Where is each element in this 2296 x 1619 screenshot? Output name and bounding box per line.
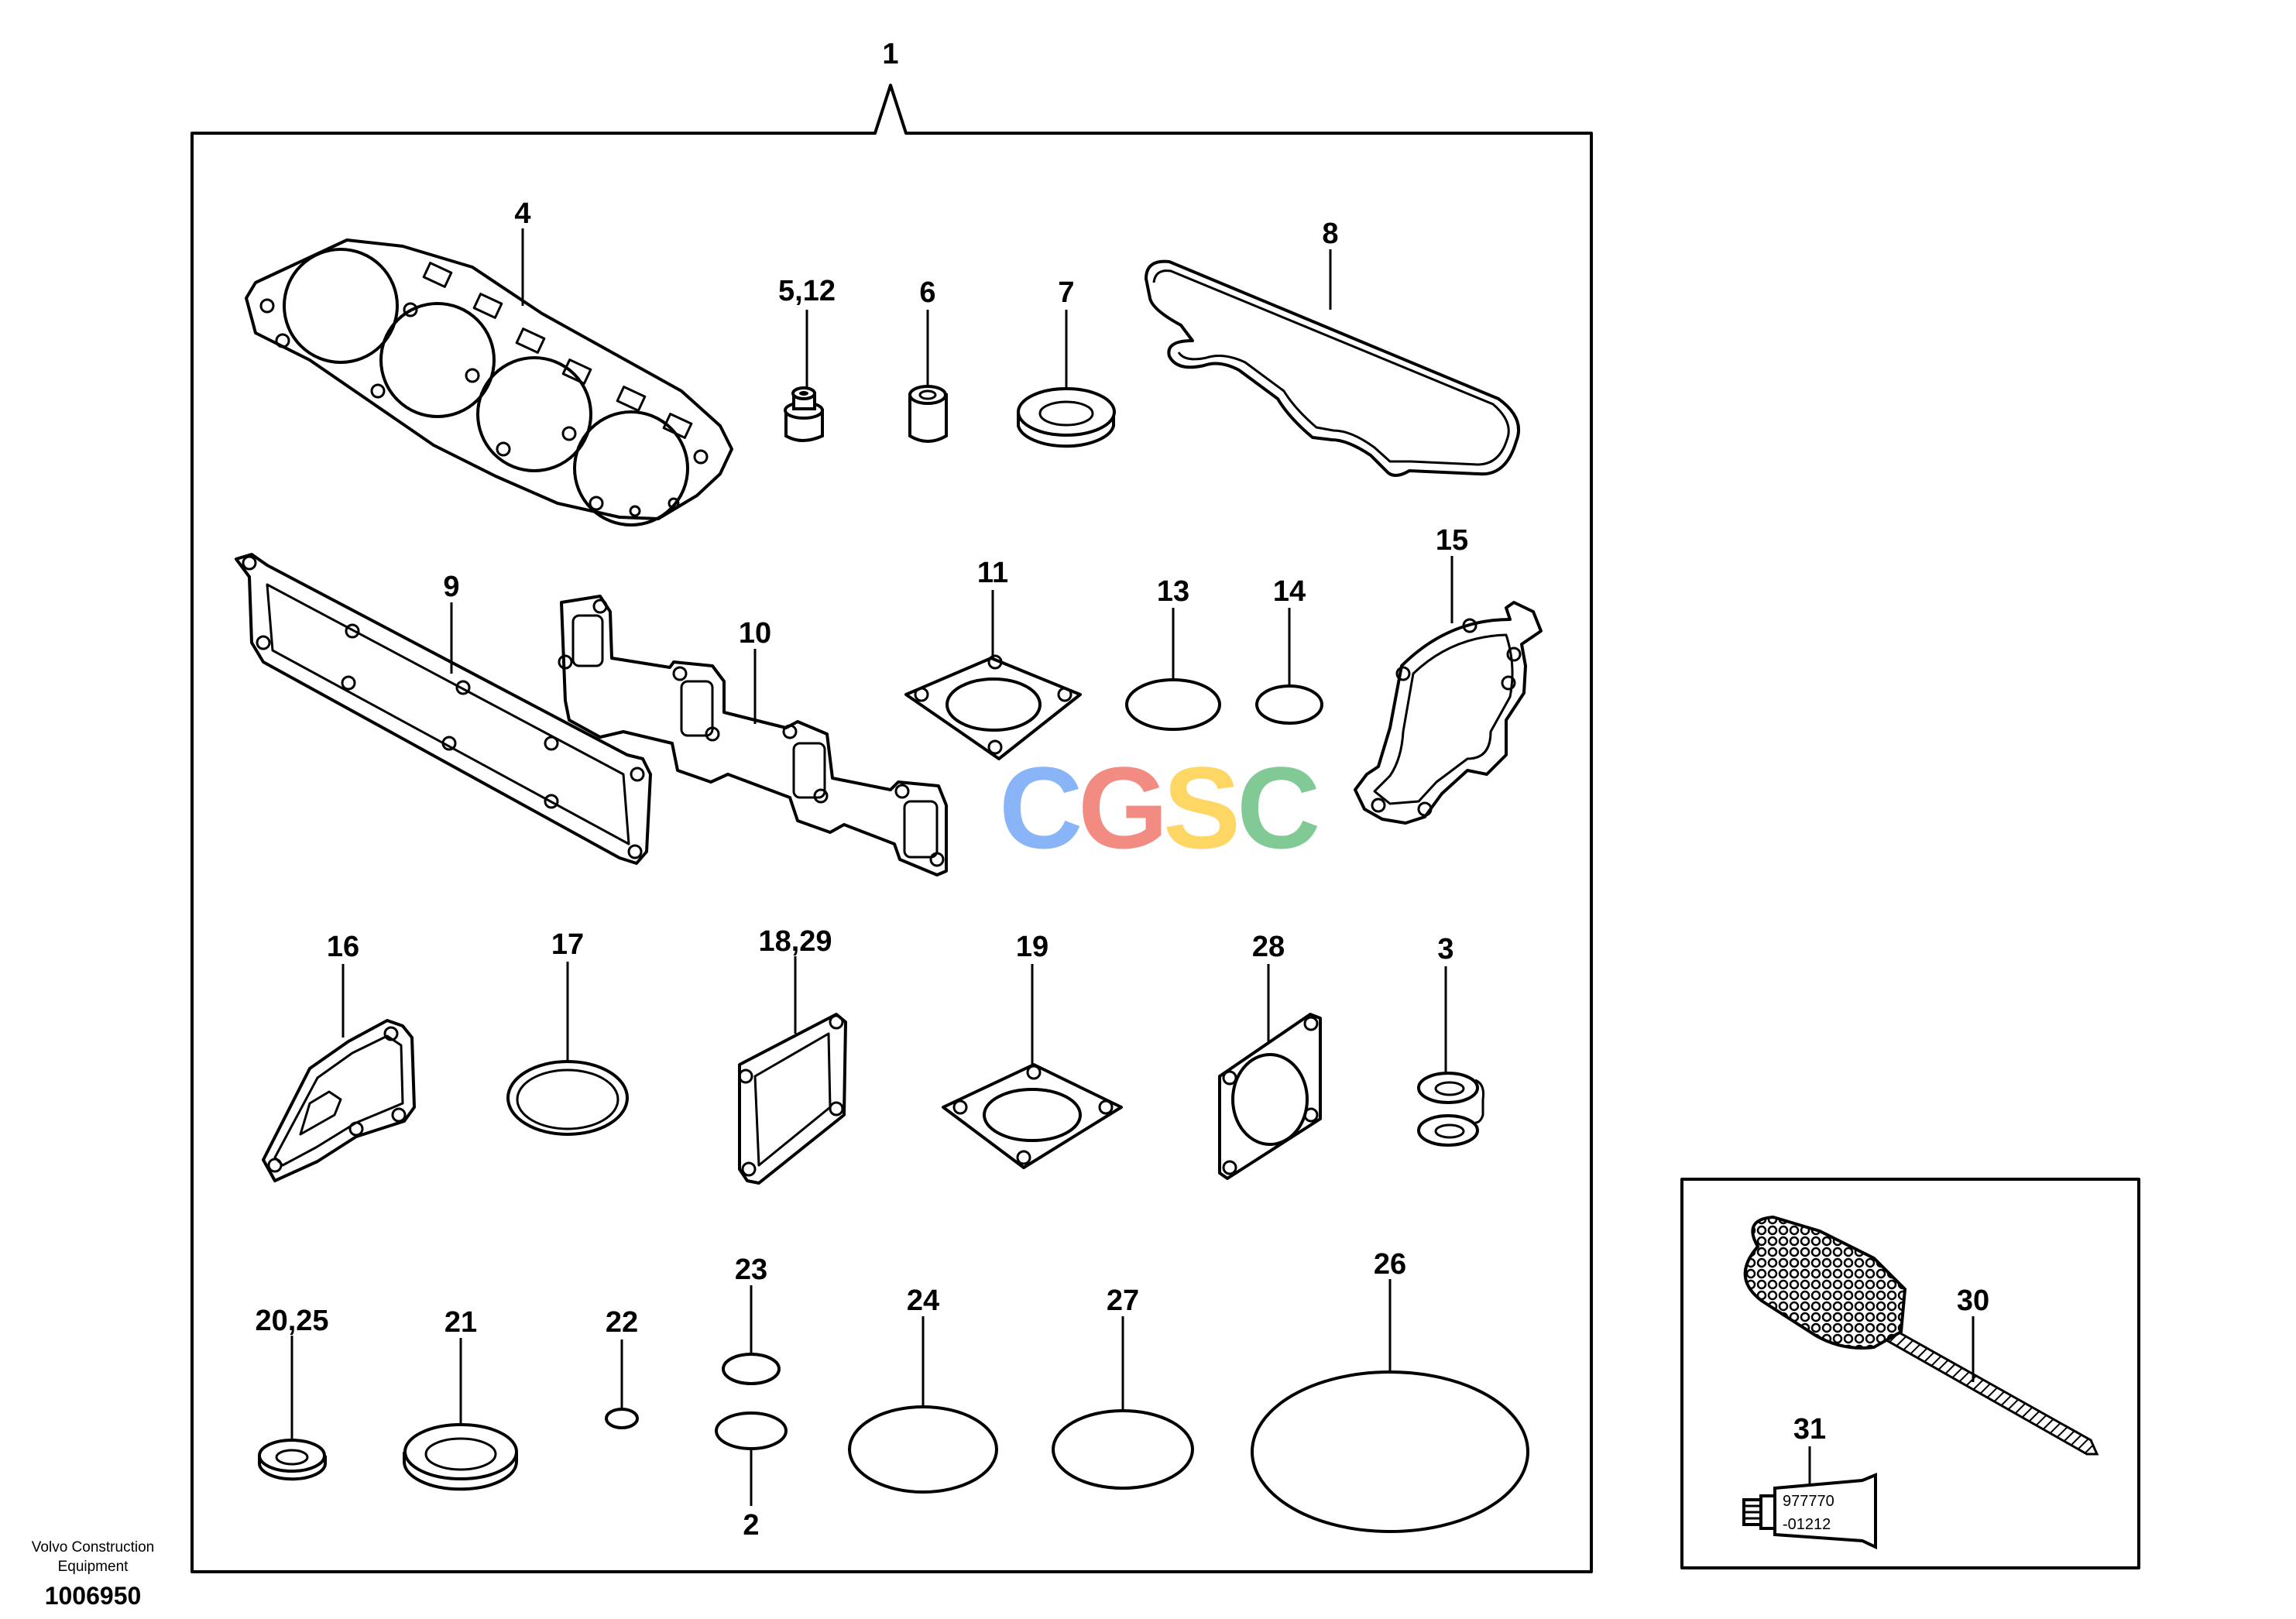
label-3: 3: [1437, 933, 1453, 966]
part-18-29-cover-gasket: [738, 1013, 847, 1185]
part-14-o-ring: [1255, 684, 1323, 725]
part-23-o-ring: [722, 1353, 781, 1385]
part-10-exhaust-manifold-gasket: [558, 595, 948, 876]
label-1: 1: [882, 38, 898, 70]
tube-label-line2: -01212: [1783, 1516, 1831, 1533]
label-22: 22: [606, 1306, 638, 1339]
company-name-line1: Volvo Construction: [32, 1539, 154, 1556]
accessory-frame: [1680, 1178, 2140, 1569]
part-11-flange-gasket: [904, 654, 1082, 760]
part-30-cleaning-brush: [1743, 1215, 2099, 1456]
label-23: 23: [735, 1254, 767, 1286]
watermark-letter-g: G: [1078, 743, 1169, 873]
label-6: 6: [919, 276, 935, 309]
label-27: 27: [1107, 1285, 1139, 1317]
cgsc-watermark: C G S C: [999, 743, 1320, 873]
label-5-12: 5,12: [778, 275, 836, 307]
company-name-line2: Equipment: [58, 1559, 129, 1575]
label-4: 4: [514, 197, 530, 230]
label-9: 9: [443, 571, 459, 603]
part-2-o-ring: [715, 1411, 788, 1450]
part-13-o-ring: [1125, 678, 1221, 731]
part-3-seal-washers: [1417, 1072, 1484, 1147]
label-18-29: 18,29: [758, 925, 832, 958]
part-16-housing-gasket: [262, 1019, 416, 1182]
document-number: 1006950: [45, 1582, 142, 1610]
label-16: 16: [327, 931, 359, 963]
part-4-cylinder-head-gasket: [245, 238, 733, 527]
label-8: 8: [1322, 218, 1338, 250]
part-15-water-pump-gasket: [1354, 601, 1543, 825]
part-20-25-washer: [258, 1439, 327, 1481]
watermark-letter-c1: C: [999, 743, 1083, 873]
part-17-ring: [506, 1060, 629, 1136]
watermark-letter-c2: C: [1237, 743, 1320, 873]
label-7: 7: [1058, 276, 1074, 309]
tube-label-line1: 977770: [1783, 1493, 1834, 1510]
label-31: 31: [1793, 1413, 1826, 1446]
label-14: 14: [1273, 575, 1306, 608]
label-24: 24: [907, 1285, 939, 1317]
part-26-o-ring: [1251, 1370, 1529, 1533]
part-7-washer: [1017, 387, 1116, 448]
part-6-sleeve: [908, 385, 948, 443]
main-kit-frame: [190, 84, 1593, 1573]
label-2: 2: [743, 1509, 759, 1542]
watermark-letter-s: S: [1163, 743, 1241, 873]
label-15: 15: [1436, 524, 1468, 557]
label-10: 10: [739, 617, 771, 650]
label-13: 13: [1157, 575, 1189, 608]
label-11: 11: [977, 557, 1008, 589]
label-28: 28: [1252, 931, 1285, 963]
part-31-sealant-tube: 977770 -01212: [1742, 1473, 1877, 1550]
part-24-o-ring: [848, 1405, 998, 1494]
label-20-25: 20,25: [255, 1305, 328, 1337]
label-26: 26: [1374, 1248, 1406, 1281]
label-19: 19: [1016, 931, 1048, 963]
part-28-square-gasket: [1218, 1013, 1322, 1180]
part-19-flange-gasket: [942, 1063, 1123, 1169]
part-8-valve-cover-gasket: [1145, 259, 1521, 477]
part-5-12-valve-stem-seal: [784, 386, 824, 442]
label-17: 17: [551, 928, 584, 961]
part-21-washer: [403, 1423, 518, 1491]
part-22-o-ring: [605, 1408, 639, 1429]
part-9-manifold-gasket: [235, 553, 652, 865]
label-21: 21: [444, 1306, 477, 1339]
part-27-o-ring: [1052, 1409, 1194, 1490]
label-30: 30: [1957, 1285, 1989, 1317]
